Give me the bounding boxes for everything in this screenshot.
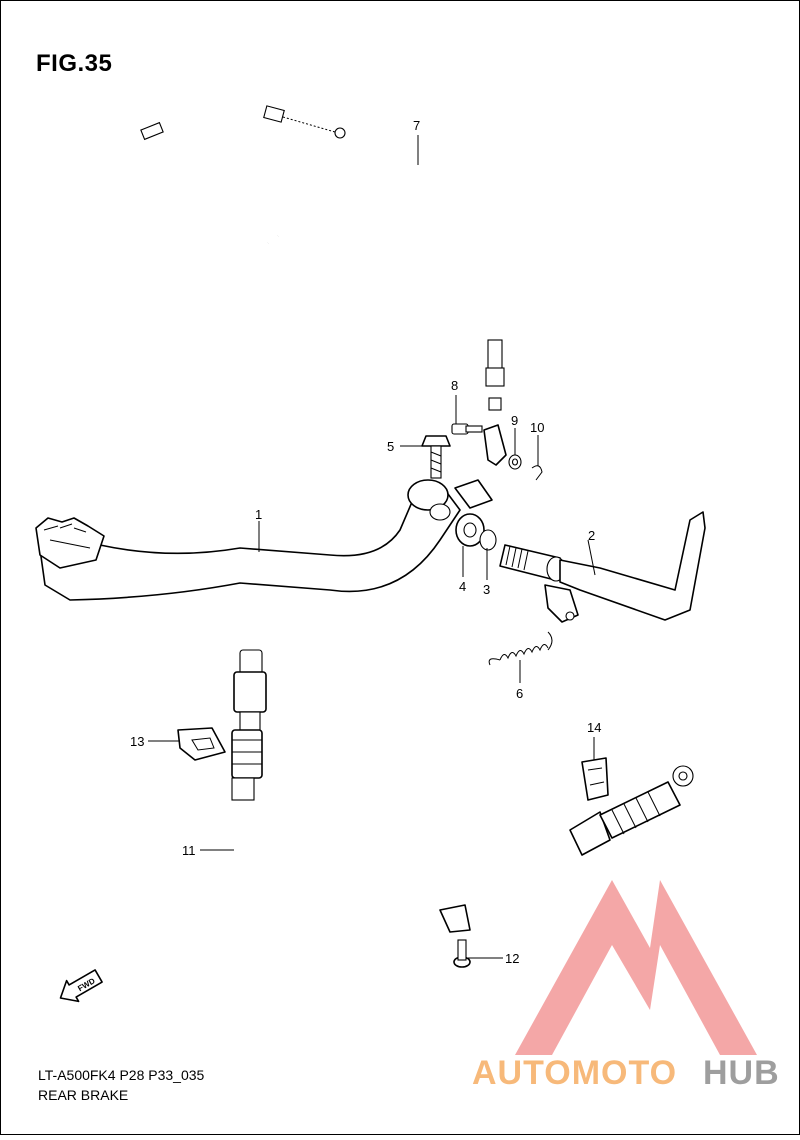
part-4-washer	[455, 513, 485, 547]
watermark-text-hub: HUB	[703, 1054, 780, 1092]
section-name: REAR BRAKE	[38, 1087, 129, 1103]
callout-14: 14	[587, 720, 601, 735]
part-3-o-ring	[479, 529, 497, 551]
fwd-arrow-icon: FWD	[59, 969, 103, 1003]
part-12-bolt	[453, 939, 471, 968]
part-9-washer	[508, 454, 522, 470]
callout-6: 6	[516, 686, 523, 701]
callout-8: 8	[451, 378, 458, 393]
part-clevis	[483, 424, 507, 466]
part-cable-clamp	[439, 904, 471, 933]
callout-9: 9	[511, 413, 518, 428]
callout-13: 13	[130, 734, 144, 749]
watermark-text: AUTOMOTO HUB	[472, 1054, 780, 1092]
part-5-bolt	[421, 435, 451, 479]
part-14-clip	[581, 757, 609, 801]
watermark-text-automoto: AUTOMOTO	[472, 1054, 677, 1092]
model-code: LT-A500FK4 P28 P33_035	[38, 1067, 205, 1083]
part-10-cotter-pin	[531, 465, 543, 481]
callout-1: 1	[255, 507, 262, 522]
callout-5: 5	[387, 439, 394, 454]
callout-labels: 7 1 2 3 4 5 6 8 9 10 11 12 13 14	[130, 118, 601, 966]
figure-title: FIG.35	[36, 50, 113, 77]
callout-10: 10	[530, 420, 544, 435]
watermark-logo-icon	[515, 880, 757, 1055]
part-1-brake-pedal	[35, 479, 493, 601]
callout-2: 2	[588, 528, 595, 543]
callout-leaders	[148, 135, 596, 959]
callout-4: 4	[459, 579, 466, 594]
callout-7: 7	[413, 118, 420, 133]
part-11-rear-brake-cable	[231, 649, 694, 993]
callout-3: 3	[483, 582, 490, 597]
callout-11: 11	[182, 843, 196, 858]
callout-12: 12	[505, 951, 519, 966]
part-7-brake-cable	[91, 98, 505, 411]
part-13-clip	[177, 727, 226, 761]
part-6-return-spring	[488, 631, 553, 666]
part-8-clevis-pin	[451, 423, 483, 435]
part-2-brake-shaft-arm	[499, 511, 706, 623]
